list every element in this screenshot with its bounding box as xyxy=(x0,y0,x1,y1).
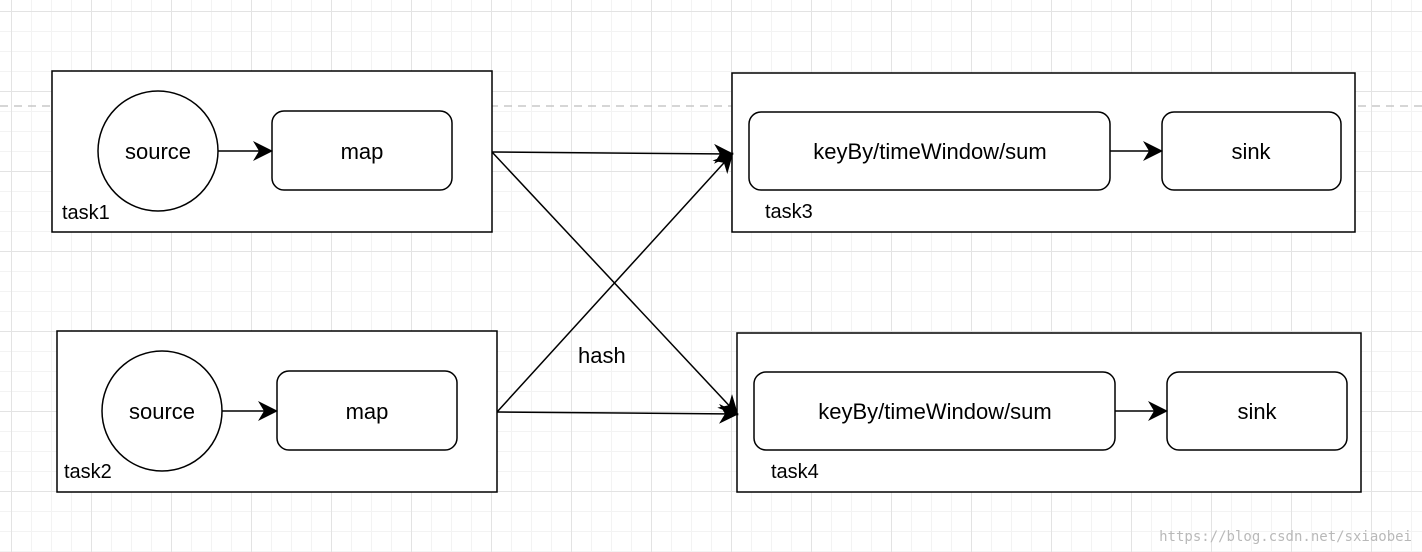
task4-keyby-label: keyBy/timeWindow/sum xyxy=(818,399,1052,424)
edge-task1-to-task3 xyxy=(491,143,734,164)
task4-group: keyBy/timeWindow/sum sink task4 xyxy=(736,332,1362,493)
task4-sink-label: sink xyxy=(1237,399,1277,424)
watermark-text: https://blog.csdn.net/sxiaobei xyxy=(1159,529,1412,545)
task2-group: source map task2 xyxy=(56,330,498,493)
task1-group: source map task1 xyxy=(51,70,493,233)
task3-sink-label: sink xyxy=(1231,139,1271,164)
task2-label: task2 xyxy=(64,461,112,483)
task1-map-label: map xyxy=(341,139,384,164)
task3-keyby-label: keyBy/timeWindow/sum xyxy=(813,139,1047,164)
task2-map-label: map xyxy=(346,399,389,424)
hash-edge-label: hash xyxy=(578,343,626,368)
task2-source-label: source xyxy=(129,399,195,424)
hash-edges: hash xyxy=(491,143,739,424)
task3-group: keyBy/timeWindow/sum sink task3 xyxy=(731,72,1356,233)
edge-task2-to-task4 xyxy=(496,403,739,424)
task3-label: task3 xyxy=(765,201,813,223)
task4-label: task4 xyxy=(771,461,819,483)
task1-source-label: source xyxy=(125,139,191,164)
edge-task2-to-task3 xyxy=(496,152,734,413)
task1-label: task1 xyxy=(62,202,110,224)
